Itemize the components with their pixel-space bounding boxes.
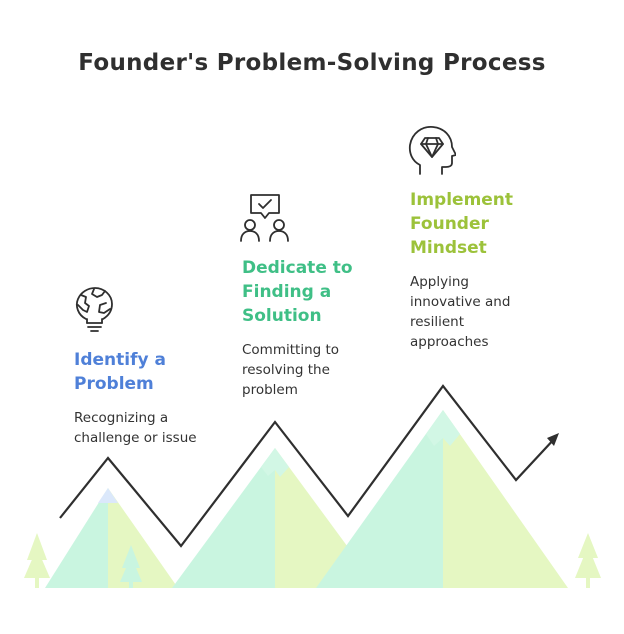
- mountain-1: [45, 488, 178, 588]
- step-3-description: Applying innovative and resilient approa…: [410, 274, 511, 350]
- arrow-head: [547, 433, 559, 446]
- head-diamond-icon: [408, 126, 456, 175]
- tree-tall: [409, 515, 441, 588]
- step-3-heading: Implement Founder Mindset: [410, 190, 514, 258]
- step-2-heading: Dedicate to Finding a Solution: [242, 258, 353, 326]
- tree-right: [575, 533, 601, 588]
- tree-left: [24, 533, 50, 588]
- globe-lightbulb-icon: [75, 287, 113, 332]
- step-2-description: Committing to resolving the problem: [242, 342, 340, 398]
- zigzag-arrow: [59, 384, 557, 548]
- tree-small-2: [386, 548, 406, 588]
- step-1-description: Recognizing a challenge or issue: [74, 410, 197, 446]
- mountain-3: [316, 410, 568, 588]
- tree-small-1: [120, 545, 142, 588]
- step-1-heading: Identify a Problem: [74, 350, 166, 394]
- people-checkmark-icon: [240, 194, 289, 242]
- page-title: Founder's Problem-Solving Process: [78, 50, 546, 76]
